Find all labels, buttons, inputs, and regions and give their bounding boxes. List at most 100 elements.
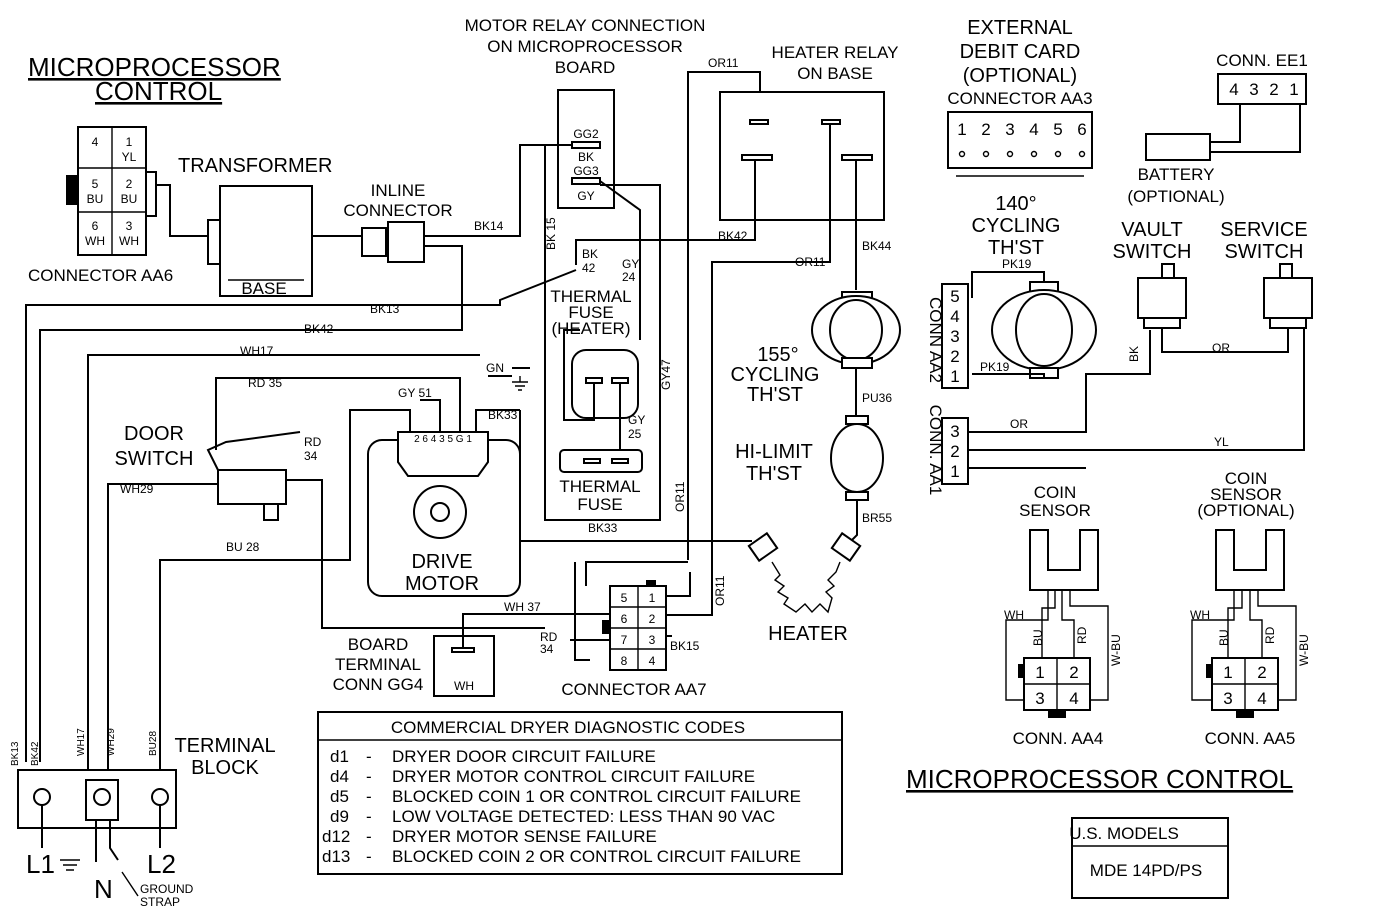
motor-relay-gy-label: GY [577, 189, 594, 203]
heater-relay-label-2: ON BASE [797, 64, 873, 83]
micro-control-title-line1: MICROPROCESSOR [28, 52, 281, 82]
wire-pk19-bottom: PK19 [980, 360, 1010, 374]
wire-bk15: BK 15 [544, 217, 558, 250]
aa5-pin-2: 2 [1257, 663, 1266, 682]
gg4-wh-label: WH [454, 679, 474, 693]
aa6-pin-1-color: YL [122, 150, 137, 164]
conn-aa1-label: CONN. AA1 [926, 405, 945, 496]
aa7-pin-2: 2 [649, 612, 656, 626]
service-switch [1263, 263, 1313, 329]
wire-br55: BR55 [862, 511, 892, 525]
aa7-pin-7: 7 [621, 633, 628, 647]
wire-or11-aa7: OR11 [673, 481, 687, 512]
motor-pin-labels: 2 6 4 3 5 G 1 [414, 434, 472, 445]
thermal-fuse-heater [571, 349, 639, 419]
motor-relay-bk-label: BK [578, 150, 594, 164]
wire-gy51: GY 51 [398, 386, 432, 400]
aa4-pin-1: 1 [1035, 663, 1044, 682]
models-value: MDE 14PD/PS [1090, 861, 1202, 880]
motor-relay-board: GG2 BK GG3 GY [557, 89, 615, 209]
aa6-pin-6: 6 [92, 219, 99, 233]
heater-label: HEATER [768, 623, 848, 645]
aa4-wire-rd: RD [1075, 626, 1089, 644]
wire-bk14: BK14 [474, 219, 504, 233]
connector-aa3: 1 2 3 4 5 6 [947, 111, 1093, 177]
wire-gy47: GY47 [659, 359, 673, 390]
wire-bk-vault: BK [1127, 346, 1141, 362]
ground-strap-label-2: STRAP [140, 895, 180, 909]
ground-strap-arrow-icon [121, 871, 139, 897]
cyc155-label-2: CYCLING [731, 364, 820, 386]
models-header: U.S. MODELS [1069, 824, 1179, 843]
ext-debit-label-1: EXTERNAL [967, 17, 1073, 39]
aa6-pin-4: 4 [92, 135, 99, 149]
ee1-pin-3: 3 [1249, 80, 1258, 99]
aa3-pin-1: 1 [957, 120, 966, 139]
gg2-label: GG2 [573, 127, 599, 141]
wire-rd35: RD 35 [248, 376, 282, 390]
wire-wh29: WH29 [120, 482, 154, 496]
wire-bk13: BK13 [370, 302, 400, 316]
code-row-3-dash: - [366, 807, 372, 826]
board-terminal-label-3: CONN GG4 [333, 675, 424, 694]
wire-or11-aa7-b: OR11 [713, 575, 727, 606]
aa6-pin-2-color: BU [121, 192, 138, 206]
cyc140-label-3: TH'ST [988, 237, 1044, 259]
gg3-label: GG3 [573, 164, 599, 178]
aa7-pin-1: 1 [649, 591, 656, 605]
connector-aa5: 1 2 3 4 [1206, 657, 1279, 718]
thermal-fuse-heater-label-2: FUSE [568, 303, 613, 322]
micro-control-title-line2: CONTROL [95, 76, 222, 106]
cyc155-label-1: 155° [757, 344, 798, 366]
connector-aa7-label: CONNECTOR AA7 [561, 680, 706, 699]
tb-wire-bk13: BK13 [10, 741, 21, 766]
wire-bu28: BU 28 [226, 540, 260, 554]
inline-label-2: CONNECTOR [343, 201, 452, 220]
ground-symbol-icon [60, 859, 80, 871]
models-box: U.S. MODELS MDE 14PD/PS [1069, 817, 1229, 899]
wire-or11-top: OR11 [708, 56, 739, 70]
ground-strap-label-1: GROUND [140, 882, 194, 896]
conn-aa5-label: CONN. AA5 [1205, 729, 1296, 748]
wire-gy25-a: GY [628, 413, 645, 427]
connector-aa1: 3 2 1 [941, 417, 969, 485]
vault-switch-label-1: VAULT [1121, 219, 1183, 241]
aa6-pin-2: 2 [126, 177, 133, 191]
aa2-pin-1: 1 [950, 367, 959, 386]
tb-wire-wh29: WH29 [106, 728, 117, 756]
battery-label-1: BATTERY [1138, 165, 1215, 184]
wire-bk33-top: BK33 [488, 408, 518, 422]
hilimit-label-1: HI-LIMIT [735, 441, 813, 463]
tb-wire-bk42: BK42 [30, 741, 41, 766]
inline-label-1: INLINE [371, 181, 426, 200]
ee1-pin-2: 2 [1269, 80, 1278, 99]
wire-gy25-b: 25 [628, 427, 642, 441]
connector-aa6-label: CONNECTOR AA6 [28, 266, 173, 285]
aa7-pin-6: 6 [621, 612, 628, 626]
vault-switch [1137, 263, 1187, 329]
door-switch-label-1: DOOR [124, 423, 184, 445]
wire-bk42-relay: BK42 [718, 229, 748, 243]
wire-bk42-b: 42 [582, 261, 596, 275]
transformer: BASE [156, 184, 313, 298]
aa6-pin-5-color: BU [87, 192, 104, 206]
thermal-fuse-label-1: THERMAL [559, 477, 640, 496]
wire-rd34-aa7-b: 34 [540, 642, 554, 656]
door-switch-label-2: SWITCH [115, 448, 194, 470]
hi-limit-thermostat [830, 415, 884, 501]
thermal-fuse-heater-label-1: THERMAL [550, 287, 631, 306]
code-row-5-desc: BLOCKED COIN 2 OR CONTROL CIRCUIT FAILUR… [392, 847, 801, 866]
code-row-2-dash: - [366, 787, 372, 806]
micro-control-title-bottom: MICROPROCESSOR CONTROL [906, 764, 1293, 794]
code-row-0-desc: DRYER DOOR CIRCUIT FAILURE [392, 747, 656, 766]
aa7-pin-4: 4 [649, 654, 656, 668]
conn-ee1-label: CONN. EE1 [1216, 51, 1308, 70]
terminal-block-label-2: BLOCK [191, 757, 259, 779]
wire-wh37: WH 37 [504, 600, 541, 614]
aa3-pin-4: 4 [1029, 120, 1038, 139]
aa2-pin-5: 5 [950, 287, 959, 306]
wire-rd34-aa7-a: RD [540, 630, 558, 644]
battery-label-2: (OPTIONAL) [1127, 187, 1224, 206]
ext-debit-label-2: DEBIT CARD [960, 41, 1081, 63]
wire-bk33-bottom: BK33 [588, 521, 618, 535]
